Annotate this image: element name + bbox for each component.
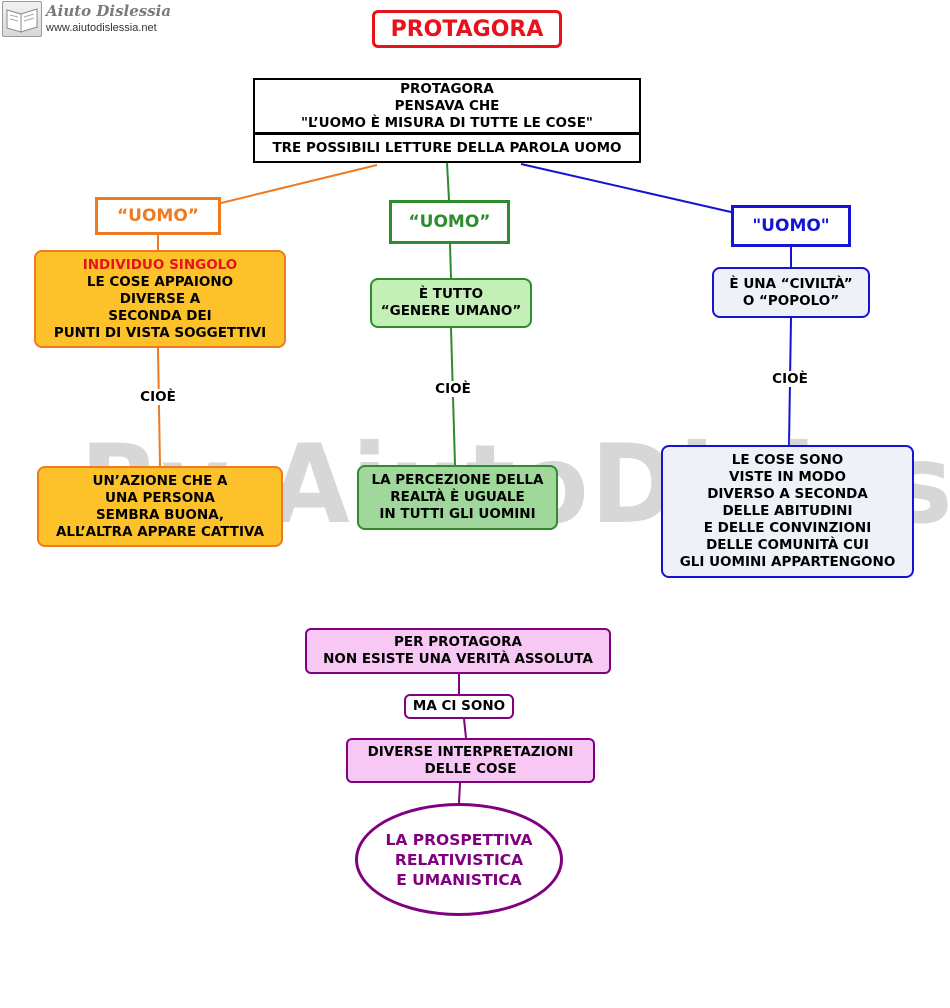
cioe-label-3: CIOÈ [762,371,818,387]
relativistic-perspective-text: LA PROSPETTIVA RELATIVISTICA E UMANISTIC… [385,830,533,889]
ma-ci-sono-text: MA CI SONO [412,698,506,714]
relativistic-perspective-ellipse: LA PROSPETTIVA RELATIVISTICA E UMANISTIC… [355,803,563,916]
human-kind-example-text: LA PERCEZIONE DELLA REALTÀ È UGUALE IN T… [371,472,544,522]
human-kind-desc: È TUTTO “GENERE UMANO” [380,286,522,319]
main-statement: PROTAGORA PENSAVA CHE "L’UOMO È MISURA D… [253,78,641,134]
civilization-example-box: LE COSE SONO VISTE IN MODO DIVERSO A SEC… [661,445,914,578]
cioe-label-2: CIOÈ [425,381,481,397]
line-top-to-uomo2 [446,162,450,201]
main-statement-text: PROTAGORA PENSAVA CHE "L’UOMO È MISURA D… [301,80,593,131]
cioe-label-1: CIOÈ [130,389,186,405]
individual-desc: LE COSE APPAIONO DIVERSE A SECONDA DEI P… [53,273,267,341]
three-readings-box: TRE POSSIBILI LETTURE DELLA PAROLA UOMO [253,133,641,163]
page-title: PROTAGORA [372,10,562,48]
civilization-desc: È UNA “CIVILTÀ” O “POPOLO” [729,275,853,309]
line-top-to-uomo3 [520,163,732,213]
interpretations-box: DIVERSE INTERPRETAZIONI DELLE COSE [346,738,595,783]
no-absolute-truth-box: PER PROTAGORA NON ESISTE UNA VERITÀ ASSO… [305,628,611,674]
human-kind-box: È TUTTO “GENERE UMANO” [370,278,532,328]
uomo-heading-2: “UOMO” [389,200,510,244]
line-desc1-to-ex1 [157,347,161,467]
uomo-heading-3: "UOMO" [731,205,851,247]
no-absolute-truth-text: PER PROTAGORA NON ESISTE UNA VERITÀ ASSO… [323,634,593,667]
individual-box: INDIVIDUO SINGOLO LE COSE APPAIONO DIVER… [34,250,286,348]
line-top-to-uomo1 [220,164,378,204]
human-kind-example-box: LA PERCEZIONE DELLA REALTÀ È UGUALE IN T… [357,465,558,530]
individual-example-box: UN’AZIONE CHE A UNA PERSONA SEMBRA BUONA… [37,466,283,547]
civilization-example-text: LE COSE SONO VISTE IN MODO DIVERSO A SEC… [679,452,896,570]
ma-ci-sono-box: MA CI SONO [404,694,514,719]
line-p3-to-final [458,782,461,804]
logo-title: Aiuto Dislessia [46,2,172,20]
line-uomo2-to-desc2 [449,243,452,279]
book-icon [6,8,38,33]
civilization-box: È UNA “CIVILTÀ” O “POPOLO” [712,267,870,318]
logo-url: www.aiutodislessia.net [46,22,157,34]
interpretations-text: DIVERSE INTERPRETAZIONI DELLE COSE [367,743,574,777]
individual-highlight: INDIVIDUO SINGOLO [82,256,238,273]
logo [2,1,42,37]
line-p2-to-p3 [463,718,467,739]
three-readings-text: TRE POSSIBILI LETTURE DELLA PAROLA UOMO [272,139,622,156]
individual-example-text: UN’AZIONE CHE A UNA PERSONA SEMBRA BUONA… [55,472,265,540]
uomo-heading-1: “UOMO” [95,197,221,235]
